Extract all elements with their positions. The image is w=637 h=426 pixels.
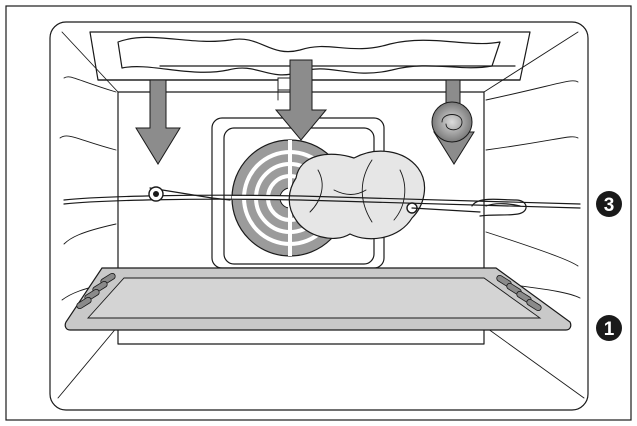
tray-right-handles xyxy=(496,274,542,312)
rack-level-badge-1: 1 xyxy=(596,315,622,341)
rack-level-label-1: 1 xyxy=(604,319,615,340)
outer-frame xyxy=(5,5,632,421)
tray-left-handles xyxy=(76,272,116,310)
baking-tray-icon xyxy=(64,267,572,331)
hot-air-arrow-icon xyxy=(135,59,475,165)
perspective-lines xyxy=(57,31,585,399)
left-rack-runners xyxy=(59,76,117,301)
right-rack-runners xyxy=(485,80,581,299)
oven-cavity-outline xyxy=(49,21,589,411)
chicken-icon xyxy=(288,150,426,240)
rack-level-badge-3: 3 xyxy=(596,191,622,217)
rack-level-label-3: 3 xyxy=(604,195,615,216)
rotisserie-spit-icon xyxy=(63,186,581,217)
